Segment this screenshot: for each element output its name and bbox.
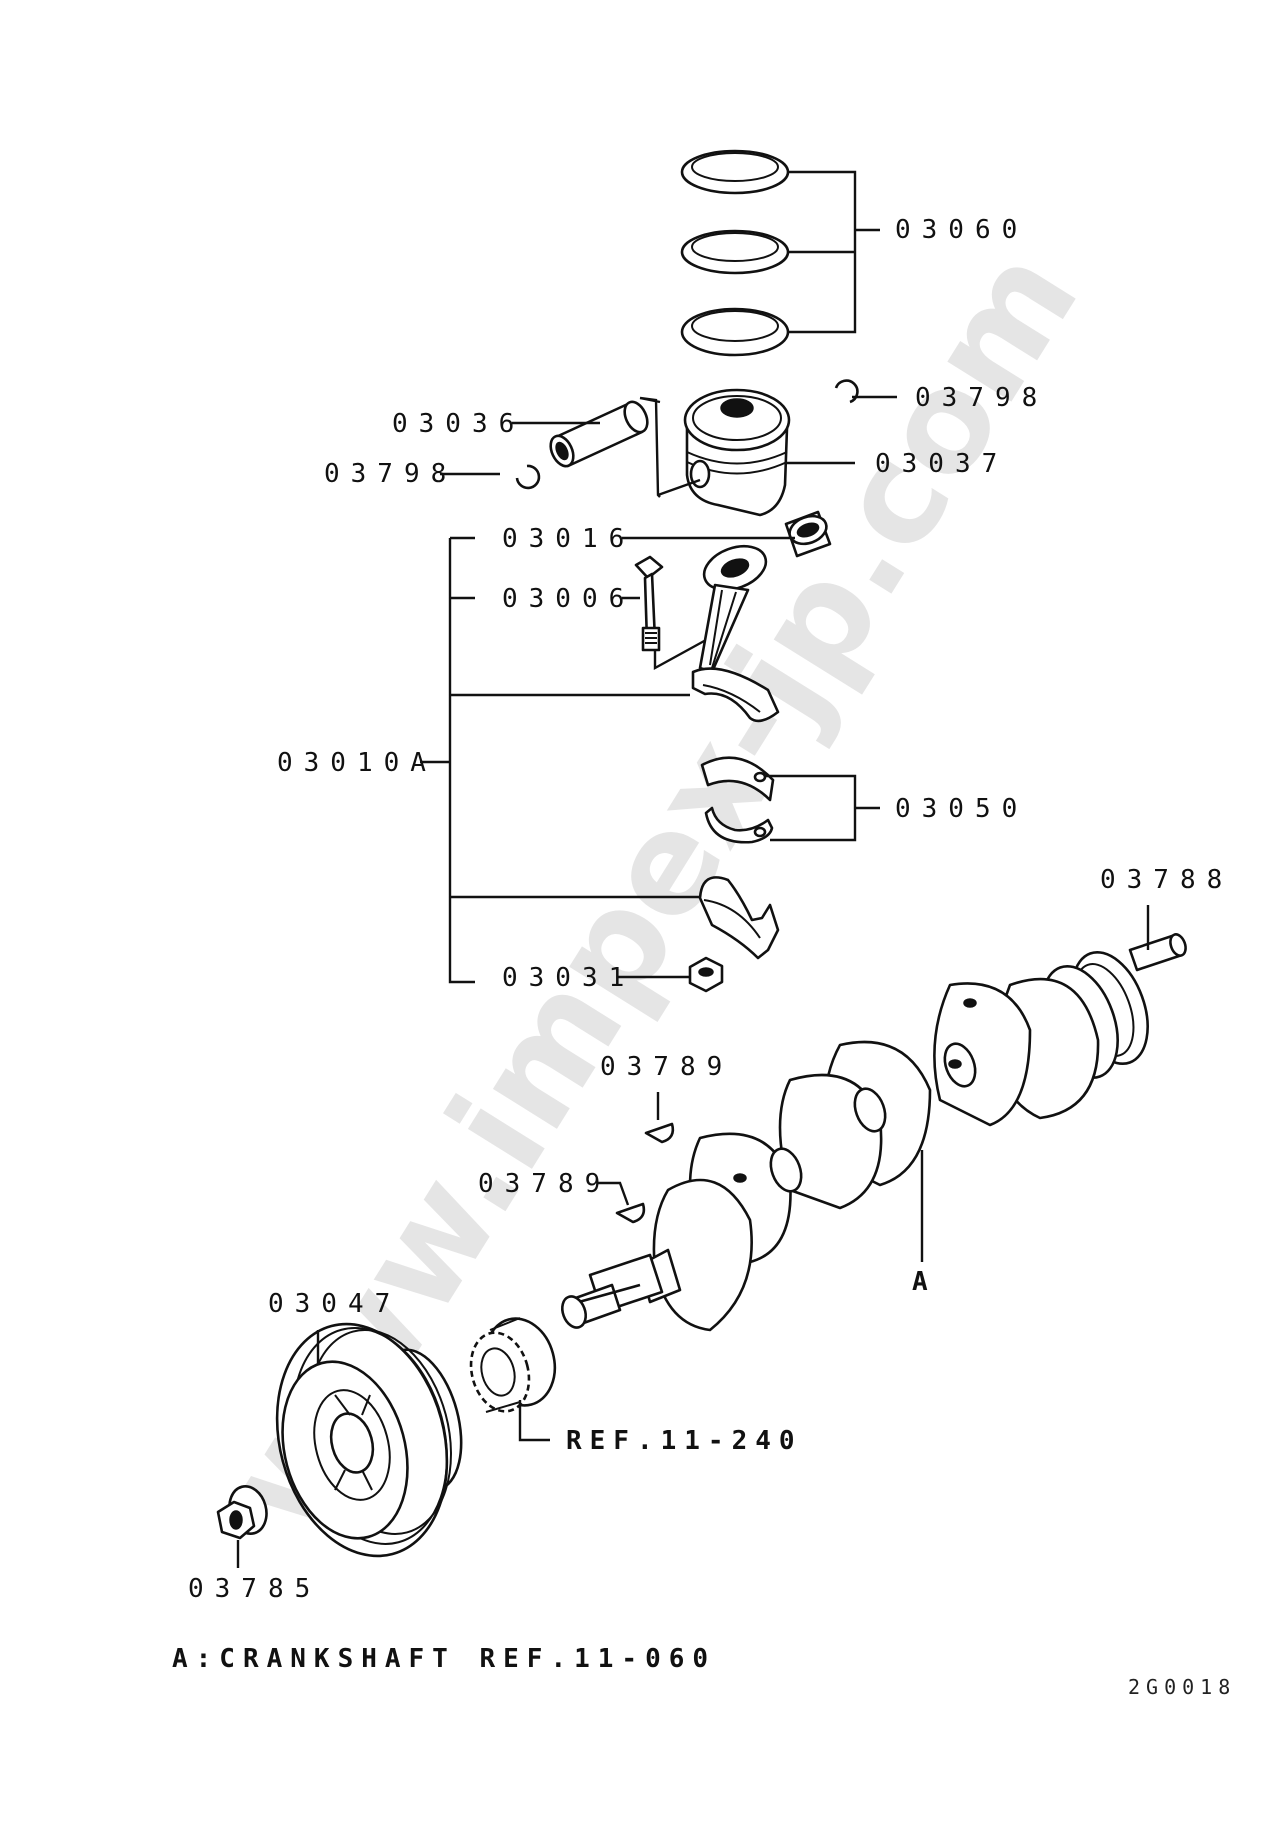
figure-code: 2G0018: [1128, 1675, 1236, 1699]
label-03031: 03031: [502, 963, 635, 993]
label-ref-11-240: REF.11-240: [566, 1426, 803, 1456]
leader-ref-11-240: [518, 1400, 550, 1442]
leader-03016-03006: [622, 536, 795, 600]
connecting-rod: [691, 544, 780, 723]
piston: [683, 388, 791, 517]
label-03047: 03047: [268, 1289, 401, 1319]
label-03060: 03060: [895, 215, 1028, 245]
leader-03789-lower: [598, 1181, 630, 1206]
snap-ring-left: [515, 464, 541, 490]
label-03789-lower: 03789: [478, 1169, 611, 1199]
piston-rings: [680, 149, 790, 357]
dowel-pin: [1128, 933, 1187, 972]
pulley-bolt: [216, 1485, 268, 1540]
connecting-rod-bolt: [634, 555, 664, 652]
timing-sprocket: [469, 1317, 557, 1413]
woodruff-key-lower: [615, 1202, 646, 1224]
label-03050: 03050: [895, 794, 1028, 824]
label-03010A: 03010A: [277, 748, 437, 778]
label-03006: 03006: [502, 584, 635, 614]
bushing: [784, 510, 832, 558]
snap-ring-right: [834, 379, 859, 404]
connecting-rod-nut: [688, 956, 724, 993]
leader-03060: [788, 170, 880, 334]
label-03798-left: 03798: [324, 459, 457, 489]
label-03788: 03788: [1100, 865, 1233, 895]
leader-bolt-to-rod: [653, 638, 707, 671]
crankshaft: [561, 950, 1149, 1332]
leader-03036: [512, 396, 701, 498]
bracket-03010A: [420, 536, 700, 984]
crankshaft-pulley: [275, 1322, 463, 1558]
piston-ring-middle: [680, 229, 790, 275]
label-03037: 03037: [875, 449, 1008, 479]
label-03798-right: 03798: [915, 383, 1048, 413]
connecting-rod-bearings: [700, 756, 775, 844]
piston-ring-top: [680, 149, 790, 195]
label-03016: 03016: [502, 524, 635, 554]
footnote-crankshaft-ref: A:CRANKSHAFT REF.11-060: [172, 1644, 716, 1674]
woodruff-key-upper: [644, 1122, 675, 1144]
piston-ring-oil: [680, 307, 790, 357]
label-03789-upper: 03789: [600, 1052, 733, 1082]
leader-03050: [764, 774, 880, 842]
connecting-rod-cap: [698, 876, 780, 960]
label-crankshaft-A: A: [912, 1267, 936, 1297]
piston-pin: [549, 400, 649, 468]
label-03785: 03785: [188, 1574, 321, 1604]
label-03036: 03036: [392, 409, 525, 439]
